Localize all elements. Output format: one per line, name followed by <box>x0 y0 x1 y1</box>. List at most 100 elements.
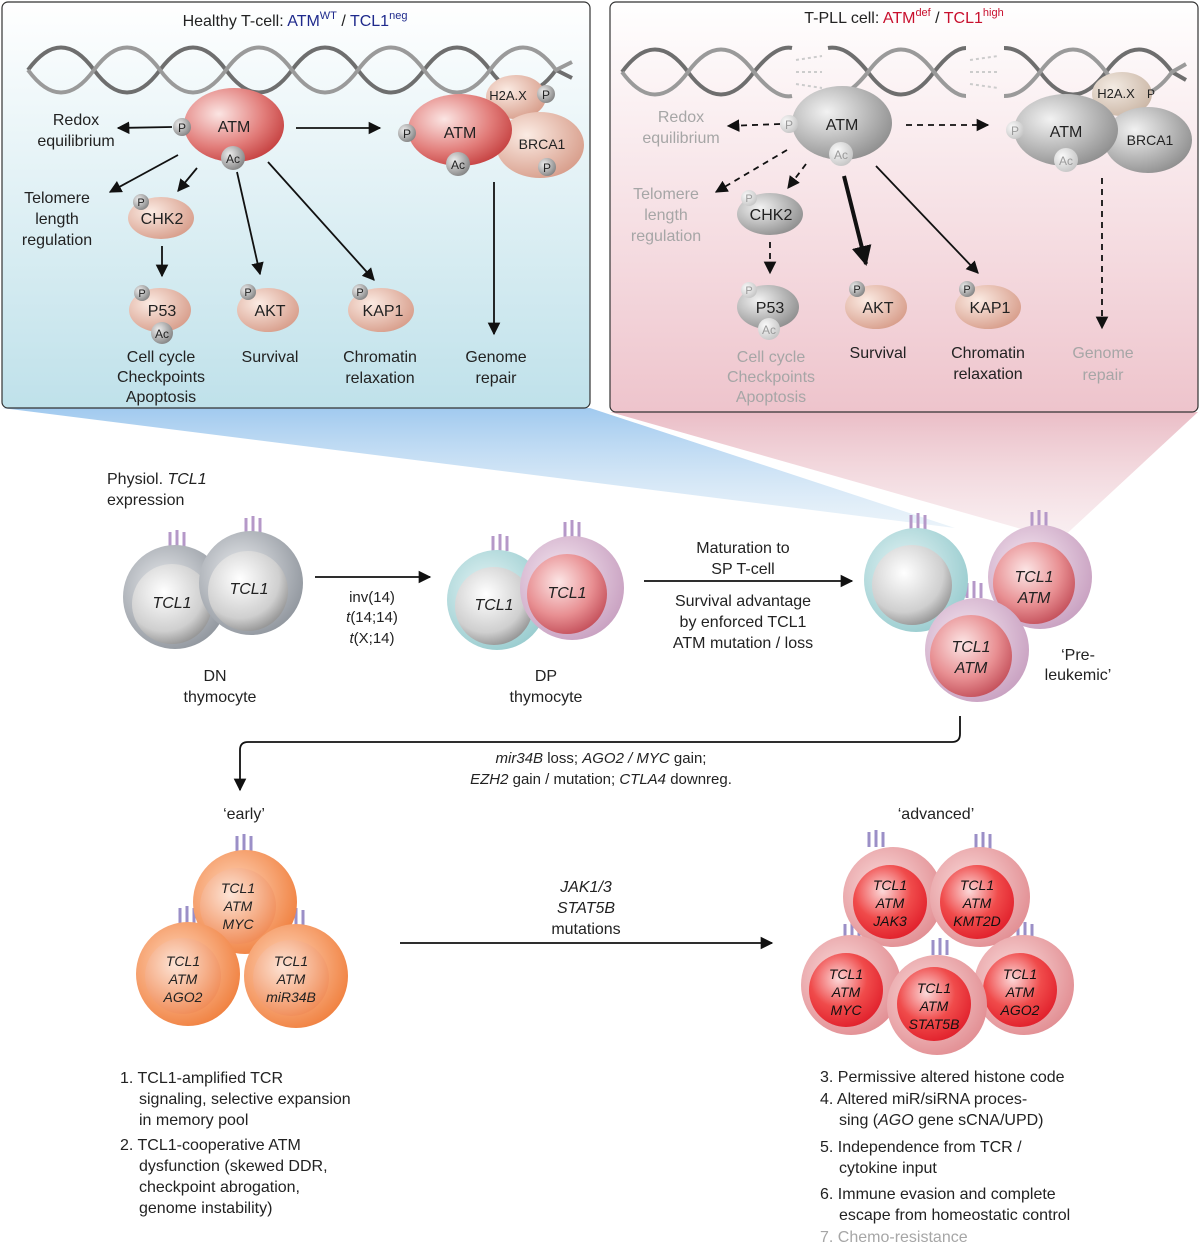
tcl1-label: TCL1 <box>1014 569 1053 586</box>
chk2-label: CHK2 <box>750 207 793 224</box>
feature-item: 3. Permissive altered histone code <box>820 1069 1065 1086</box>
atm-label: ATM <box>919 998 949 1014</box>
chromatin-label: relaxation <box>953 366 1022 383</box>
phospho-icon <box>780 115 798 133</box>
physiol-label: Physiol. TCL1 <box>107 471 207 488</box>
atm-label: ATM <box>826 117 859 134</box>
atm-kinase-complex <box>1014 94 1118 166</box>
akt-protein <box>237 288 299 332</box>
phospho-label: P <box>853 284 860 296</box>
phospho-label: P <box>1011 124 1019 138</box>
phospho-icon <box>741 282 757 298</box>
genome-label: Genome <box>465 349 526 366</box>
cellcycle-label: Cell cycle <box>127 349 196 366</box>
preleukemic-label: leukemic’ <box>1045 667 1112 684</box>
phospho-label: P <box>1147 87 1155 101</box>
atm-label: ATM <box>954 660 988 677</box>
dn-label: DN <box>203 668 226 685</box>
dashed-arrow-to-chk2 <box>787 163 807 190</box>
atm-label: ATM <box>875 895 905 911</box>
stat5b-label: STAT5B <box>557 900 615 917</box>
phospho-icon <box>134 285 150 301</box>
dp-label: thymocyte <box>510 689 583 706</box>
phospho-icon <box>398 124 416 142</box>
phospho-label: P <box>963 284 970 296</box>
acetyl-label: Ac <box>834 148 848 162</box>
tcl1-label: TCL1 <box>152 595 191 612</box>
translocation-label: inv(14) <box>349 589 395 606</box>
phospho-label: P <box>542 88 550 102</box>
feature-item: cytokine input <box>839 1160 937 1177</box>
feature-item: checkpoint abrogation, <box>139 1179 300 1196</box>
tcl1-label: TCL1 <box>229 581 268 598</box>
preleukemic-cells: TCL1 ATM TCL1 ATM <box>864 510 1092 702</box>
atm-label: ATM <box>276 971 306 987</box>
telomere-label: Telomere <box>633 186 699 203</box>
phospho-label: P <box>137 197 144 209</box>
redox-label: equilibrium <box>642 130 719 147</box>
atm-label: ATM <box>1017 590 1051 607</box>
p53-label: P53 <box>756 300 785 317</box>
early-drivers-label: EZH2 gain / mutation; CTLA4 downreg. <box>470 771 732 788</box>
feature-item: dysfunction (skewed DDR, <box>139 1158 328 1175</box>
dna-helix-icon <box>26 45 573 95</box>
atm-kinase <box>184 88 284 162</box>
maturation-label: SP T-cell <box>711 561 774 578</box>
acetyl-icon <box>758 318 780 340</box>
arrow-to-chk2 <box>177 167 198 192</box>
jak3-label: JAK3 <box>872 913 907 929</box>
arrow-to-akt <box>236 171 264 276</box>
tcl1-label: TCL1 <box>951 639 990 656</box>
early-leukemic-cells: TCL1 ATM MYC TCL1 ATM AGO2 TCL1 ATM miR3… <box>136 834 348 1028</box>
phospho-label: P <box>745 285 752 297</box>
brca1-label: BRCA1 <box>519 136 566 152</box>
tcl1-label: TCL1 <box>829 966 863 982</box>
phospho-label: P <box>403 127 411 141</box>
cellcycle-label: Checkpoints <box>117 369 205 386</box>
phospho-icon <box>537 85 555 103</box>
phospho-icon <box>133 194 149 210</box>
phospho-label: P <box>785 118 793 132</box>
acetyl-label: Ac <box>155 327 169 341</box>
feature-item: signaling, selective expansion <box>139 1091 351 1108</box>
survival-advantage-label: by enforced TCL1 <box>680 614 807 631</box>
phospho-label: P <box>745 193 752 205</box>
atm-kinase-complex <box>408 94 512 166</box>
phospho-label: P <box>244 287 251 299</box>
redox-label: Redox <box>53 112 99 129</box>
dp-thymocyte-cells: TCL1 TCL1 <box>447 520 624 650</box>
maturation-label: Maturation to <box>696 540 789 557</box>
feature-item: sing (AGO gene sCNA/UPD) <box>839 1112 1044 1129</box>
kap1-protein <box>955 285 1021 329</box>
chromatin-label: Chromatin <box>951 345 1025 362</box>
phospho-icon <box>352 284 368 300</box>
redox-label: equilibrium <box>37 133 114 150</box>
tcl1-label: TCL1 <box>274 953 308 969</box>
bold-arrow-to-akt <box>842 175 872 266</box>
akt-label: AKT <box>254 303 285 320</box>
early-drivers-label: mir34B loss; AGO2 / MYC gain; <box>496 750 707 767</box>
survival-label: Survival <box>242 349 299 366</box>
feature-item: 2. TCL1-cooperative ATM <box>120 1137 301 1154</box>
phospho-label: P <box>543 161 551 175</box>
acetyl-label: Ac <box>762 323 776 337</box>
telomere-label: regulation <box>631 228 701 245</box>
chk2-label: CHK2 <box>141 211 184 228</box>
kap1-protein <box>348 288 414 332</box>
arrow-to-telomere <box>108 154 179 193</box>
tcl1-label: TCL1 <box>873 877 907 893</box>
advanced-leukemic-cells: TCL1 ATM JAK3 TCL1 ATM KMT2D TCL1 ATM MY… <box>801 830 1074 1055</box>
h2ax-label: H2A.X <box>1097 86 1135 101</box>
tcl1-label: TCL1 <box>1003 966 1037 982</box>
myc-label: MYC <box>830 1002 862 1018</box>
feature-item: escape from homeostatic control <box>839 1207 1070 1224</box>
arrow-to-early <box>233 716 961 792</box>
tcl1-label: TCL1 <box>917 980 951 996</box>
healthy-beam <box>2 408 955 528</box>
arrow-to-redox <box>116 121 173 135</box>
phospho-label: P <box>178 121 186 135</box>
preleukemic-label: ‘Pre- <box>1061 647 1095 664</box>
feature-item: 1. TCL1-amplified TCR <box>120 1070 283 1087</box>
telomere-label: regulation <box>22 232 92 249</box>
telomere-label: length <box>35 211 79 228</box>
